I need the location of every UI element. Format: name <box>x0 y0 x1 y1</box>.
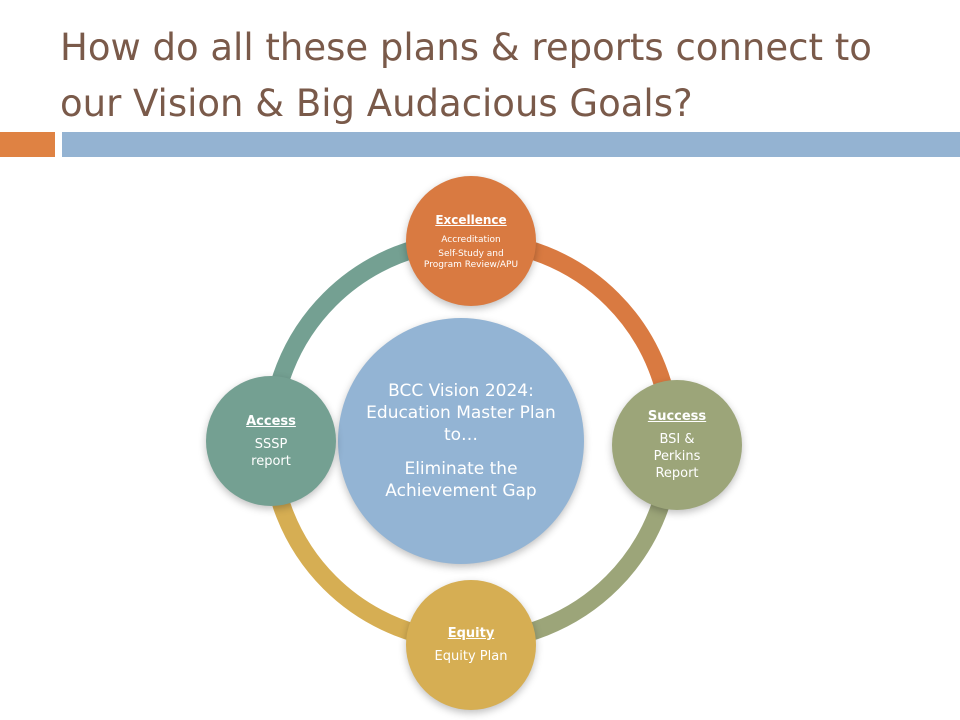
title-accent-bar-orange <box>0 132 55 157</box>
node-equity: Equity Equity Plan <box>406 580 536 710</box>
node-access-title: Access <box>246 413 296 429</box>
center-line-1: BCC Vision 2024: Education Master Plan t… <box>366 381 556 445</box>
center-line-2: Eliminate the Achievement Gap <box>385 459 537 501</box>
node-excellence-line-1: Accreditation <box>441 234 501 245</box>
node-excellence-line-2: Self-Study and Program Review/APU <box>423 248 519 270</box>
node-access-body: SSSP report <box>251 436 291 469</box>
node-success: Success BSI & Perkins Report <box>612 380 742 510</box>
title-accent-bar-blue <box>62 132 960 157</box>
node-success-title: Success <box>647 409 707 424</box>
slide-title: How do all these plans & reports connect… <box>60 26 872 125</box>
node-equity-body: Equity Plan <box>434 649 508 664</box>
center-circle-vision: BCC Vision 2024: Education Master Plan t… <box>338 318 584 564</box>
node-equity-title: Equity <box>447 626 495 641</box>
node-excellence-title: Excellence <box>435 212 507 227</box>
node-access: Access SSSP report <box>206 376 336 506</box>
node-excellence: Excellence Accreditation Self-Study and … <box>406 176 536 306</box>
node-success-body: BSI & Perkins Report <box>653 432 701 481</box>
